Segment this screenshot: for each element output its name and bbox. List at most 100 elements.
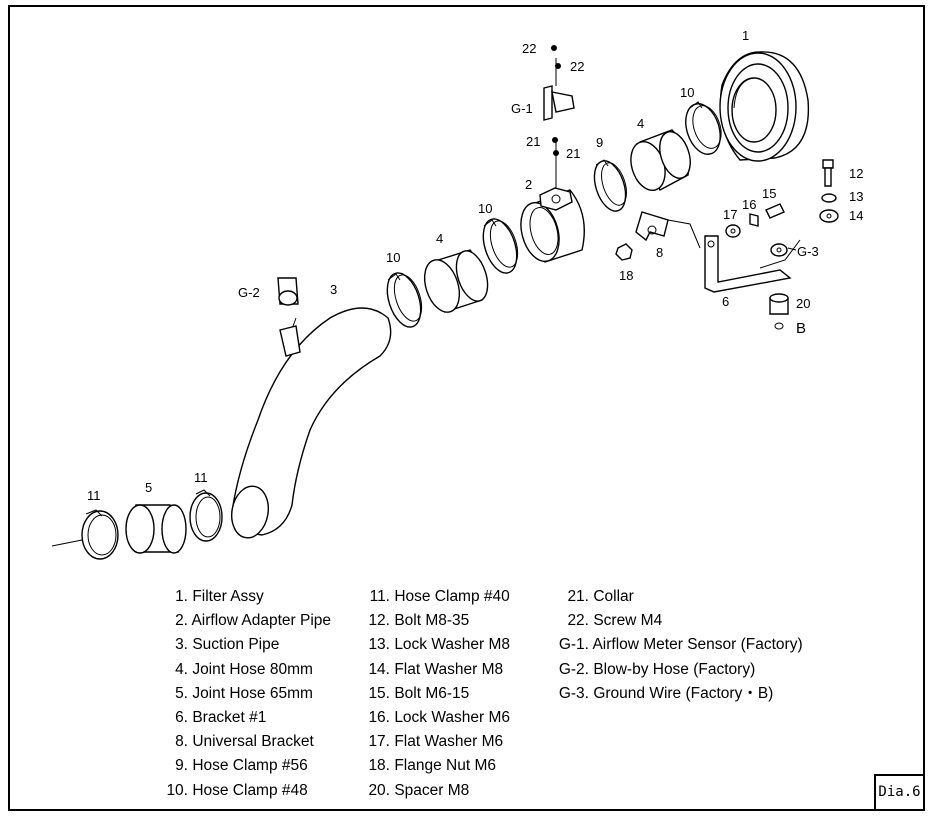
legend-number: 14.: [368, 660, 390, 678]
joint-hose-80mm-lower: [423, 249, 489, 313]
callout-b: B: [796, 320, 806, 337]
legend-number: G-3.: [558, 684, 589, 702]
legend-item: G-3. Ground Wire (Factory・B): [555, 682, 803, 706]
hose-clamp-40-b: [51, 509, 119, 560]
legend-item: 22. Screw M4: [555, 609, 803, 633]
legend-number: 12.: [368, 612, 390, 630]
legend-item: 3. Suction Pipe: [150, 633, 331, 657]
legend-label: Joint Hose 80mm: [192, 660, 313, 678]
callout-21-right: 21: [566, 146, 580, 161]
callout-4-lower: 4: [436, 231, 443, 246]
spacer-m8: [769, 293, 789, 330]
filter-assy: [719, 51, 810, 162]
legend-number: 10.: [166, 781, 188, 799]
legend-item: 9. Hose Clamp #56: [150, 754, 331, 778]
legend-label: Bracket #1: [192, 709, 267, 727]
callout-g1: G-1: [511, 101, 533, 116]
callout-11-left: 11: [87, 488, 101, 503]
callout-g3: G-3: [797, 244, 819, 259]
hose-clamp-48-b: [482, 218, 519, 274]
bolt-m8-stack: [819, 159, 839, 223]
legend-number: 21.: [567, 588, 589, 605]
universal-bracket: [635, 211, 701, 249]
legend-item: 12. Bolt M8-35: [362, 609, 510, 633]
legend-number: 16.: [368, 709, 390, 727]
callout-3: 3: [330, 282, 337, 297]
ground-wire: [770, 243, 797, 257]
hose-clamp-48-c: [386, 272, 423, 328]
callout-2: 2: [525, 177, 532, 192]
legend-number: 13.: [368, 636, 390, 654]
legend-number: G-1.: [558, 636, 589, 654]
legend-label: Airflow Adapter Pipe: [191, 612, 332, 630]
legend-label: Spacer M8: [394, 781, 470, 799]
callout-4-upper: 4: [637, 116, 644, 131]
legend-label: Blow-by Hose (Factory): [593, 660, 756, 678]
callout-13: 13: [849, 189, 863, 204]
callout-15: 15: [762, 186, 776, 201]
legend-number: 18.: [368, 757, 390, 775]
legend-item: 18. Flange Nut M6: [362, 754, 510, 778]
callout-10-c: 10: [386, 250, 400, 265]
legend-number: 8.: [175, 733, 188, 751]
legend-number: 6.: [175, 709, 188, 727]
legend-item: 6. Bracket #1: [150, 706, 331, 730]
legend-item: 20. Spacer M8: [362, 779, 510, 803]
legend-item: 13. Lock Washer M8: [362, 633, 510, 657]
callout-10-a: 10: [680, 85, 694, 100]
legend-column-2: 11. Hose Clamp #40 12. Bolt M8-35 13. Lo…: [362, 585, 510, 803]
legend-label: Bolt M8-35: [394, 612, 470, 630]
legend-label: Ground Wire (Factory・B): [593, 684, 774, 702]
callout-g2: G-2: [238, 285, 260, 300]
callout-6: 6: [722, 294, 729, 309]
callout-18: 18: [619, 268, 633, 283]
legend-item: 21. Collar: [555, 585, 803, 609]
bracket-1: [704, 235, 801, 293]
callout-22-right: 22: [570, 59, 584, 74]
callout-17: 17: [723, 207, 737, 222]
blow-by-hose: [277, 277, 299, 306]
legend-label: Filter Assy: [192, 588, 264, 605]
callout-22-left: 22: [522, 41, 536, 56]
legend-item: 17. Flat Washer M6: [362, 730, 510, 754]
legend-number: 22.: [567, 612, 589, 630]
legend-number: 4.: [175, 660, 188, 678]
callout-10-b: 10: [478, 201, 492, 216]
joint-hose-80mm-upper: [630, 129, 691, 191]
hose-clamp-48-a: [685, 101, 722, 155]
callout-21-left: 21: [526, 134, 540, 149]
legend-label: Flange Nut M6: [394, 757, 496, 775]
joint-hose-65mm: [125, 504, 187, 554]
legend-item: 14. Flat Washer M8: [362, 658, 510, 682]
legend-item: 2. Airflow Adapter Pipe: [150, 609, 331, 633]
legend-item: 16. Lock Washer M6: [362, 706, 510, 730]
callout-1: 1: [742, 28, 749, 43]
legend-number: 11.: [369, 588, 390, 605]
legend-label: Joint Hose 65mm: [192, 684, 313, 702]
legend-item: 4. Joint Hose 80mm: [150, 658, 331, 682]
legend-number: 20.: [368, 781, 390, 799]
legend-number: G-2.: [558, 660, 589, 678]
airflow-adapter-pipe: [520, 140, 585, 263]
callout-11-right: 11: [194, 470, 208, 485]
flange-nut-m6: [615, 243, 633, 261]
legend-label: Flat Washer M8: [394, 660, 504, 678]
legend-number: 3.: [175, 636, 188, 654]
legend-label: Screw M4: [593, 612, 663, 630]
legend-label: Collar: [593, 588, 634, 605]
legend-label: Flat Washer M6: [394, 733, 504, 751]
legend-number: 17.: [368, 733, 390, 751]
legend-column-1: 1. Filter Assy 2. Airflow Adapter Pipe 3…: [150, 585, 331, 803]
legend-column-3: 21. Collar 22. Screw M4 G-1. Airflow Met…: [555, 585, 803, 706]
callout-5: 5: [145, 480, 152, 495]
legend-item: G-1. Airflow Meter Sensor (Factory): [555, 633, 803, 657]
suction-pipe: [231, 307, 392, 539]
legend-label: Lock Washer M6: [394, 709, 511, 727]
legend-item: 5. Joint Hose 65mm: [150, 682, 331, 706]
legend-number: 2.: [175, 612, 188, 630]
diagram-tag: Dia.6: [874, 774, 925, 811]
legend-item: 8. Universal Bracket: [150, 730, 331, 754]
legend-item: 10. Hose Clamp #48: [150, 779, 331, 803]
legend-label: Lock Washer M8: [394, 636, 511, 654]
callout-16: 16: [742, 197, 756, 212]
